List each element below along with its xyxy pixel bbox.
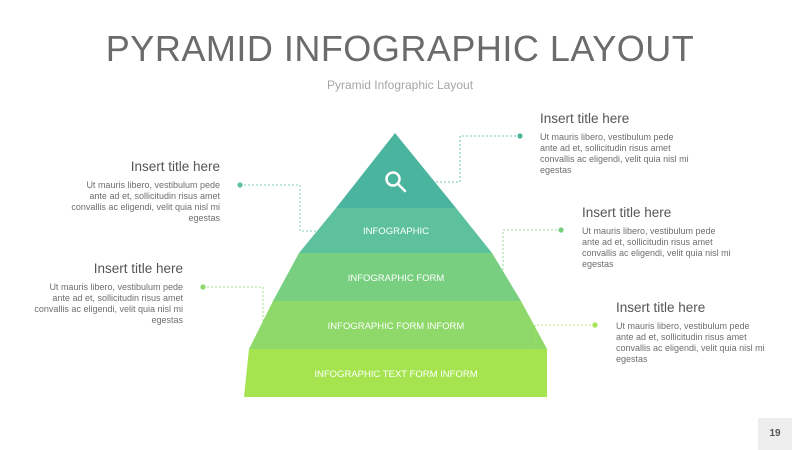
connector-dot-left-1 [237, 182, 243, 188]
callout-body: Ut mauris libero, vestibulum pede ante a… [582, 226, 731, 269]
callout-body: Ut mauris libero, vestibulum pede ante a… [616, 321, 765, 364]
callout-left-1: Insert title here Ut mauris libero, vest… [70, 159, 220, 224]
connector-right-4 [534, 324, 595, 372]
connector-dot-right-4 [592, 322, 598, 328]
callout-body: Ut mauris libero, vestibulum pede ante a… [71, 180, 220, 223]
pyramid-tier-1 [299, 208, 492, 253]
tier-label-2: INFOGRAPHIC FORM [348, 273, 445, 284]
pyramid-top [336, 133, 456, 208]
callout-title: Insert title here [93, 261, 183, 276]
callout-title: Insert title here [130, 159, 220, 174]
page-number: 19 [758, 418, 792, 450]
pyramid-tier-3 [249, 301, 547, 349]
connector-dot-right-2 [558, 227, 564, 233]
callout-body: Ut mauris libero, vestibulum pede ante a… [540, 132, 689, 175]
tier-label-1: INFOGRAPHIC [363, 226, 429, 237]
callout-body: Ut mauris libero, vestibulum pede ante a… [34, 282, 183, 325]
connector-left-3 [203, 286, 282, 334]
callout-left-3: Insert title here Ut mauris libero, vest… [33, 261, 183, 326]
slide-subtitle: Pyramid Infographic Layout [326, 78, 474, 92]
connector-top-right [420, 135, 520, 183]
connector-left-1 [240, 184, 340, 232]
callout-right-4: Insert title here Ut mauris libero, vest… [616, 300, 766, 365]
callout-title: Insert title here [540, 111, 630, 126]
callout-title: Insert title here [616, 300, 706, 315]
callout-right-2: Insert title here Ut mauris libero, vest… [582, 205, 732, 270]
connector-dot-left-3 [200, 284, 206, 290]
search-icon [385, 171, 407, 193]
connector-right-2 [478, 229, 561, 278]
connector-dot-top-right [517, 133, 523, 139]
pyramid-tier-4 [244, 349, 547, 397]
callout-top-right: Insert title here Ut mauris libero, vest… [540, 111, 690, 176]
slide-title: PYRAMID INFOGRAPHIC LAYOUT [105, 28, 695, 69]
pyramid-tier-2 [273, 253, 521, 301]
tier-label-3: INFOGRAPHIC FORM INFORM [328, 321, 465, 332]
callout-title: Insert title here [582, 205, 672, 220]
tier-label-4: INFOGRAPHIC TEXT FORM INFORM [314, 369, 477, 380]
